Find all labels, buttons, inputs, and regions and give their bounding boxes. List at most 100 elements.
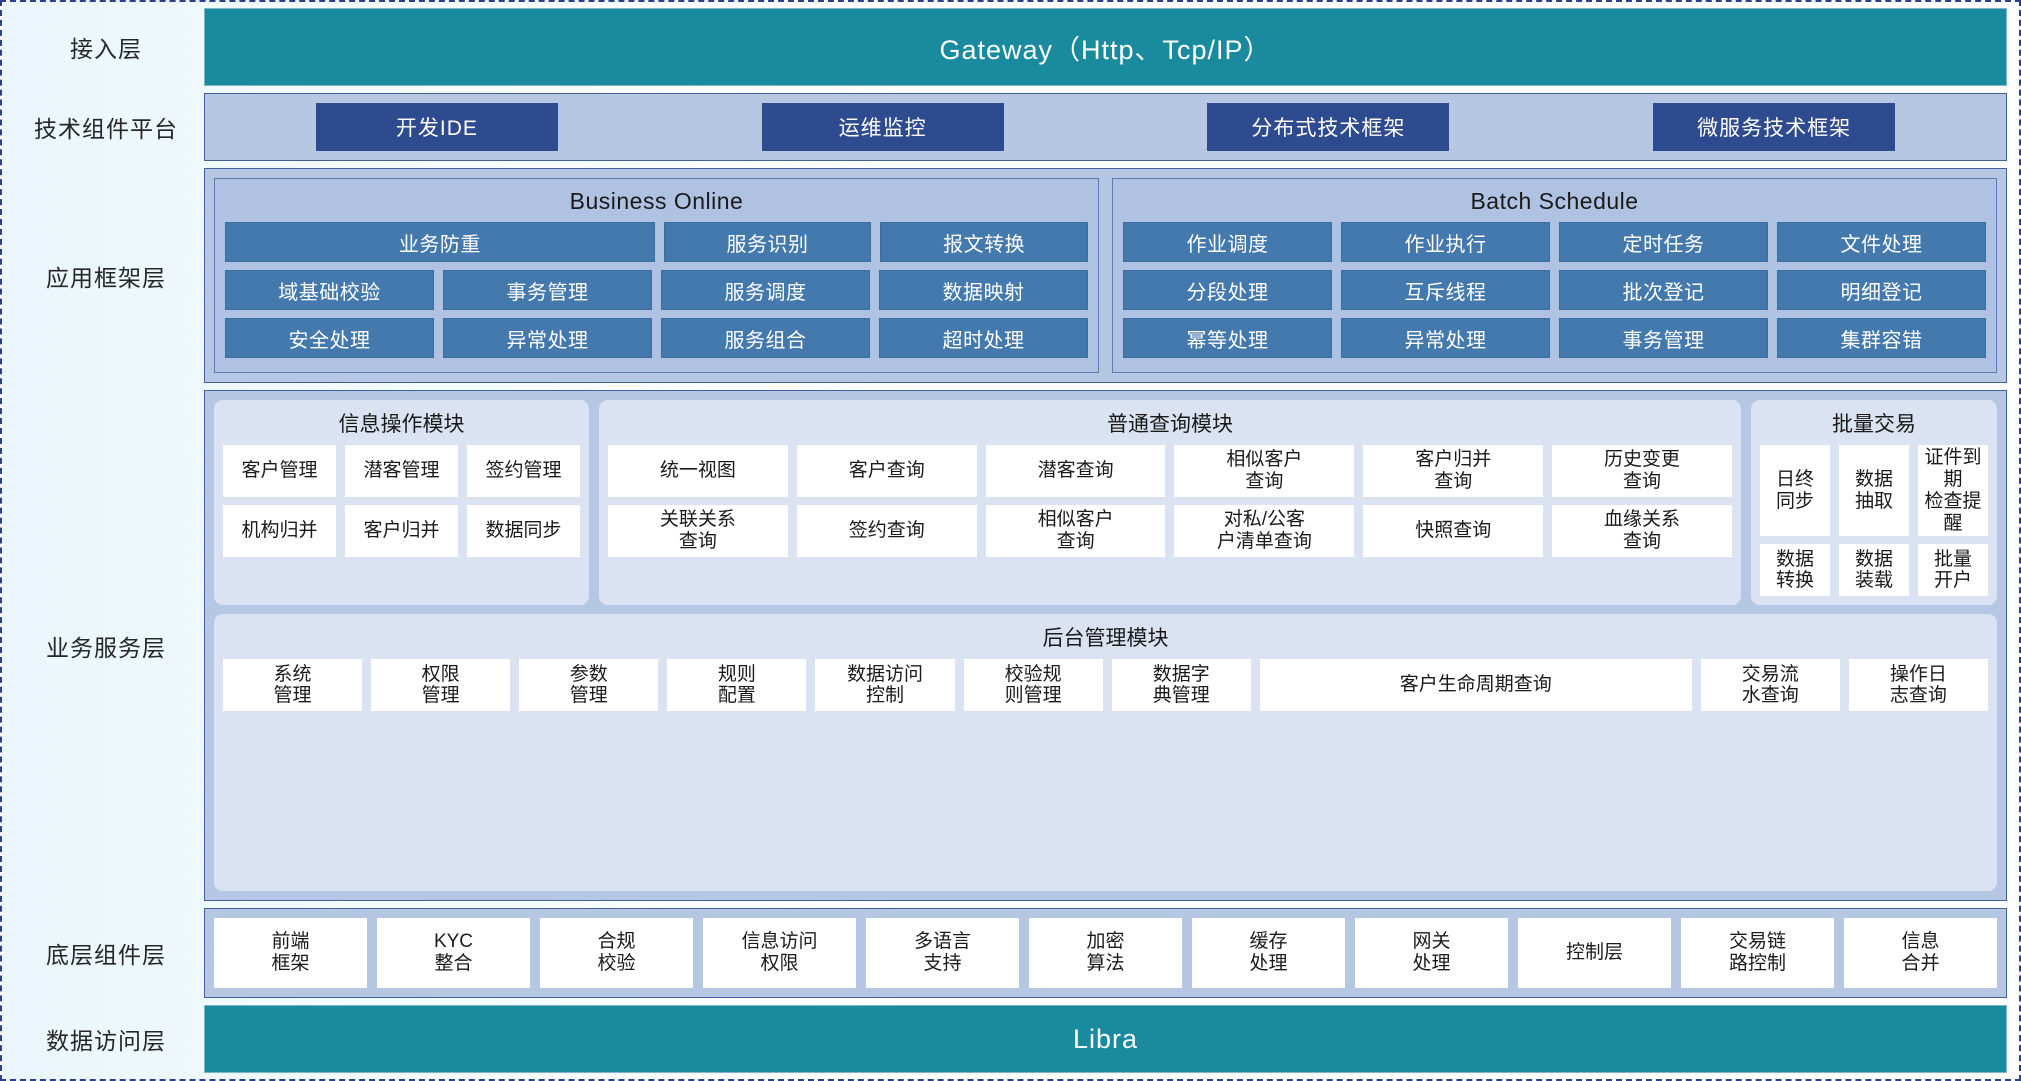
service-tile-2-0-2[interactable]: 证件到期 检查提醒 <box>1918 445 1988 537</box>
service-tile-2-0-0[interactable]: 日终 同步 <box>1760 445 1830 537</box>
app-framework-tile-line-1-2: 幂等处理异常处理事务管理集群容错 <box>1123 318 1986 358</box>
service-tile-0-0-2[interactable]: 签约管理 <box>467 445 580 497</box>
service-module-1: 普通查询模块统一视图客户查询潜客查询相似客户 查询客户归并 查询历史变更 查询关… <box>599 400 1741 606</box>
tech-platform-button-1[interactable]: 运维监控 <box>761 103 1004 151</box>
app-framework-tile-1-2-0[interactable]: 幂等处理 <box>1123 318 1332 358</box>
component-tile-6[interactable]: 缓存 处理 <box>1192 918 1345 988</box>
service-tile-2-1-0[interactable]: 数据 转换 <box>1760 544 1830 597</box>
service-module-line-0-0: 客户管理潜客管理签约管理 <box>223 445 580 497</box>
service-tile-0-0-0[interactable]: 客户管理 <box>223 445 336 497</box>
layer-row-access: 接入层 Gateway（Http、Tcp/IP） <box>8 8 2007 86</box>
backend-tile-8[interactable]: 交易流 水查询 <box>1700 659 1840 712</box>
business-service-panel: 信息操作模块客户管理潜客管理签约管理机构归并客户归并数据同步普通查询模块统一视图… <box>204 390 2007 901</box>
app-framework-tile-1-2-3[interactable]: 集群容错 <box>1777 318 1986 358</box>
app-framework-tile-1-2-2[interactable]: 事务管理 <box>1559 318 1768 358</box>
component-tile-3[interactable]: 信息访问 权限 <box>703 918 856 988</box>
app-framework-tile-0-1-0[interactable]: 域基础校验 <box>225 270 434 310</box>
app-framework-tile-0-2-2[interactable]: 服务组合 <box>661 318 870 358</box>
service-module-line-0-1: 机构归并客户归并数据同步 <box>223 505 580 557</box>
app-framework-tile-1-0-3[interactable]: 文件处理 <box>1777 222 1986 262</box>
backend-tile-3[interactable]: 规则 配置 <box>667 659 807 712</box>
service-tile-1-0-1[interactable]: 客户查询 <box>796 445 977 497</box>
tech-platform-button-3[interactable]: 微服务技术框架 <box>1653 103 1896 151</box>
component-tile-1[interactable]: KYC 整合 <box>377 918 530 988</box>
service-tile-2-1-2[interactable]: 批量 开户 <box>1918 544 1988 597</box>
app-framework-tile-0-2-1[interactable]: 异常处理 <box>443 318 652 358</box>
backend-management-module: 后台管理模块 系统 管理权限 管理参数 管理规则 配置数据访问 控制校验规 则管… <box>214 614 1997 891</box>
app-framework-tile-line-0-1: 域基础校验事务管理服务调度数据映射 <box>225 270 1088 310</box>
component-tile-4[interactable]: 多语言 支持 <box>866 918 1019 988</box>
component-tile-9[interactable]: 交易链 路控制 <box>1681 918 1834 988</box>
layer-label-component: 底层组件层 <box>46 942 166 968</box>
layer-body-business-service: 信息操作模块客户管理潜客管理签约管理机构归并客户归并数据同步普通查询模块统一视图… <box>204 390 2007 901</box>
component-tile-8[interactable]: 控制层 <box>1518 918 1671 988</box>
service-module-title-1: 普通查询模块 <box>1107 413 1233 436</box>
app-framework-tile-1-2-1[interactable]: 异常处理 <box>1341 318 1550 358</box>
backend-tile-2[interactable]: 参数 管理 <box>519 659 659 712</box>
gateway-bar[interactable]: Gateway（Http、Tcp/IP） <box>204 8 2007 86</box>
app-framework-tile-1-1-2[interactable]: 批次登记 <box>1559 270 1768 310</box>
app-framework-tile-1-1-1[interactable]: 互斥线程 <box>1341 270 1550 310</box>
service-tile-1-1-2[interactable]: 相似客户 查询 <box>985 505 1166 557</box>
app-framework-tile-0-2-0[interactable]: 安全处理 <box>225 318 434 358</box>
service-tile-1-1-5[interactable]: 血缘关系 查询 <box>1552 505 1732 557</box>
layer-label-business-service: 业务服务层 <box>46 634 166 661</box>
layer-row-tech-platform: 技术组件平台 开发IDE 运维监控 分布式技术框架 微服务技术框架 <box>8 93 2007 161</box>
service-tile-1-1-4[interactable]: 快照查询 <box>1363 505 1544 557</box>
tech-platform-button-2[interactable]: 分布式技术框架 <box>1207 103 1450 151</box>
backend-tile-row: 系统 管理权限 管理参数 管理规则 配置数据访问 控制校验规 则管理数据字 典管… <box>223 659 1988 712</box>
app-framework-tile-0-0-1[interactable]: 服务识别 <box>663 222 872 262</box>
app-framework-tile-0-0-2[interactable]: 报文转换 <box>880 222 1088 262</box>
service-tile-0-1-0[interactable]: 机构归并 <box>223 505 336 557</box>
libra-bar[interactable]: Libra <box>204 1005 2007 1073</box>
service-module-title-0: 信息操作模块 <box>338 413 465 436</box>
app-framework-tile-1-0-2[interactable]: 定时任务 <box>1559 222 1768 262</box>
service-tile-1-0-3[interactable]: 相似客户 查询 <box>1174 445 1355 497</box>
service-tile-1-1-3[interactable]: 对私/公客 户清单查询 <box>1174 505 1355 557</box>
app-framework-group-1: Batch Schedule 作业调度作业执行定时任务文件处理分段处理互斥线程批次… <box>1112 178 1997 373</box>
service-tile-2-1-1[interactable]: 数据 装载 <box>1839 544 1909 597</box>
app-framework-tile-0-1-3[interactable]: 数据映射 <box>879 270 1088 310</box>
app-framework-tile-1-0-1[interactable]: 作业执行 <box>1341 222 1550 262</box>
service-tile-1-0-5[interactable]: 历史变更 查询 <box>1552 445 1732 497</box>
component-tile-0[interactable]: 前端 框架 <box>214 918 367 988</box>
layer-row-business-service: 业务服务层 信息操作模块客户管理潜客管理签约管理机构归并客户归并数据同步普通查询… <box>8 390 2007 901</box>
service-tile-1-1-0[interactable]: 关联关系 查询 <box>608 505 788 557</box>
layer-label-tech-platform: 技术组件平台 <box>34 116 178 142</box>
app-framework-tile-0-2-3[interactable]: 超时处理 <box>879 318 1088 358</box>
app-framework-tile-1-0-0[interactable]: 作业调度 <box>1123 222 1332 262</box>
service-module-title-2: 批量交易 <box>1832 413 1916 436</box>
service-tile-1-1-1[interactable]: 签约查询 <box>796 505 977 557</box>
backend-tile-9[interactable]: 操作日 志查询 <box>1848 659 1988 712</box>
backend-tile-7[interactable]: 客户生命周期查询 <box>1259 659 1692 712</box>
component-tile-7[interactable]: 网关 处理 <box>1355 918 1508 988</box>
component-tile-5[interactable]: 加密 算法 <box>1029 918 1182 988</box>
service-tile-1-0-0[interactable]: 统一视图 <box>608 445 788 497</box>
app-framework-tile-0-1-1[interactable]: 事务管理 <box>443 270 652 310</box>
service-module-line-1-0: 统一视图客户查询潜客查询相似客户 查询客户归并 查询历史变更 查询 <box>608 445 1732 497</box>
component-tile-2[interactable]: 合规 校验 <box>540 918 693 988</box>
app-framework-tile-1-1-3[interactable]: 明细登记 <box>1777 270 1986 310</box>
app-framework-tile-1-1-0[interactable]: 分段处理 <box>1123 270 1332 310</box>
app-framework-tile-line-0-2: 安全处理异常处理服务组合超时处理 <box>225 318 1088 358</box>
service-module-grid-2: 日终 同步数据 抽取证件到期 检查提醒数据 转换数据 装载批量 开户 <box>1760 445 1988 597</box>
app-framework-group-title-1: Batch Schedule <box>1470 188 1639 214</box>
service-tile-1-0-4[interactable]: 客户归并 查询 <box>1363 445 1544 497</box>
service-tile-0-0-1[interactable]: 潜客管理 <box>345 445 458 497</box>
backend-tile-6[interactable]: 数据字 典管理 <box>1111 659 1251 712</box>
app-framework-tile-0-0-0[interactable]: 业务防重 <box>225 222 655 262</box>
tech-platform-button-0[interactable]: 开发IDE <box>315 103 558 151</box>
layer-body-tech-platform: 开发IDE 运维监控 分布式技术框架 微服务技术框架 <box>204 93 2007 161</box>
service-tile-1-0-2[interactable]: 潜客查询 <box>985 445 1166 497</box>
backend-tile-1[interactable]: 权限 管理 <box>371 659 511 712</box>
service-tile-0-1-1[interactable]: 客户归并 <box>345 505 458 557</box>
app-framework-tile-0-1-2[interactable]: 服务调度 <box>661 270 870 310</box>
service-tile-2-0-1[interactable]: 数据 抽取 <box>1839 445 1909 537</box>
backend-tile-5[interactable]: 校验规 则管理 <box>963 659 1103 712</box>
backend-tile-0[interactable]: 系统 管理 <box>223 659 363 712</box>
component-tile-10[interactable]: 信息 合并 <box>1844 918 1997 988</box>
service-tile-0-1-2[interactable]: 数据同步 <box>467 505 580 557</box>
backend-tile-4[interactable]: 数据访问 控制 <box>815 659 955 712</box>
